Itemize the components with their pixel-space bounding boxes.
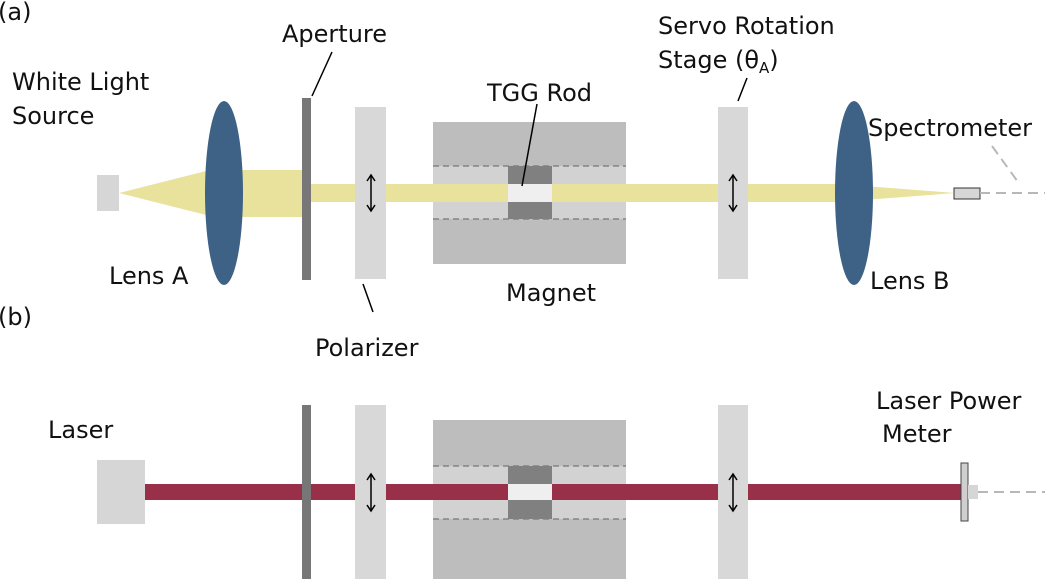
panel-a-tag: (a) [0,0,31,26]
tgg-rod-leader [521,103,538,187]
laser-power-meter [960,462,969,522]
lens-b [835,101,873,285]
tgg-rod-b [508,466,552,519]
tgg-rod [508,166,552,219]
servo-stage-label-line2: Stage (θA) [658,46,779,77]
spectrometer-label: Spectrometer [868,114,1032,142]
white-light-source-label-line2: Source [12,102,94,130]
panel-a: (a) White Light Source Aperture Servo Ro… [0,0,1045,362]
analyzer-axis-arrow [728,173,738,213]
polarizer-axis-arrow [366,173,376,213]
laser [97,460,145,524]
aperture-leader [311,51,333,97]
power-meter-label-line1: Laser Power [876,387,1022,415]
laser-label: Laser [48,416,113,444]
white-light-cone [119,170,210,216]
spectrometer-leader [991,145,1019,183]
lens-a-label: Lens A [109,262,189,290]
panel-b: (b) Laser Laser Power Meter [0,303,1045,579]
lens-b-label: Lens B [870,267,950,295]
polarizer-leader [362,283,374,313]
magnet-label: Magnet [506,279,596,307]
polarizer-b-axis-arrow [366,472,376,513]
aperture-b [302,405,311,579]
lens-a [205,101,243,285]
white-light-source [97,175,119,211]
analyzer-b-axis-arrow [728,472,738,513]
polarizer-label: Polarizer [315,334,419,362]
tgg-rod-label: TGG Rod [486,79,592,107]
servo-stage-label-line1: Servo Rotation [658,12,835,40]
aperture-label: Aperture [282,20,387,48]
servo-stage-leader [737,77,748,102]
panel-b-tag: (b) [0,303,32,331]
power-meter-head [968,485,978,499]
white-light-source-label-line1: White Light [12,68,149,96]
power-meter-label-line2: Meter [882,420,952,448]
aperture [302,98,311,280]
spectrometer-fiber [953,187,981,200]
